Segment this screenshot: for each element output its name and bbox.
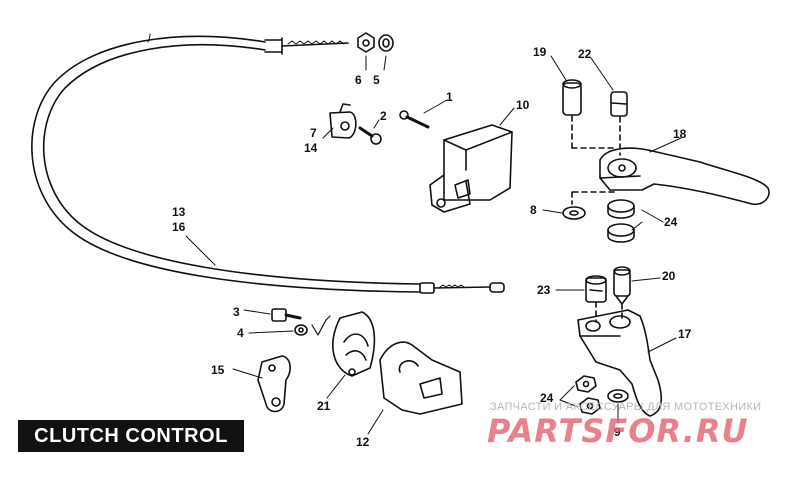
bracket-screw [399,110,430,129]
callout-16: 16 [172,220,186,234]
clamp-screw [358,126,382,145]
clutch-lever [599,147,770,206]
adjuster-pin [610,91,628,156]
callout-17: 17 [678,327,692,341]
callout-8: 8 [530,203,537,217]
callout-19: 19 [533,45,547,59]
handlebar-clamp [332,311,376,377]
callout-6: 6 [355,73,362,87]
leader-lines [185,55,682,435]
callout-20: 20 [662,269,676,283]
pivot-pin [562,79,615,149]
callout-12: 12 [356,435,370,449]
cable-clamp [329,103,357,139]
callout-14: 14 [304,141,318,155]
diagram-title: CLUTCH CONTROL [18,420,244,452]
callout-21: 21 [317,399,331,413]
lever-bracket [429,124,513,213]
lower-nut-2 [579,397,601,415]
callout-5: 5 [373,73,380,87]
lower-lever [577,309,663,417]
washer [378,34,394,52]
callout-4: 4 [237,326,244,340]
mount-plate [257,355,291,413]
assembly-guide [571,191,615,205]
lever-washer [562,206,586,220]
callout-1: 1 [446,90,453,104]
callout-24-lower: 24 [540,391,554,405]
lock-washer [294,315,331,336]
lower-bushing [607,223,635,243]
callout-24-upper: 24 [664,215,678,229]
lower-washer [607,389,629,403]
callout-2: 2 [380,109,387,123]
callout-22: 22 [578,47,592,61]
clamp-screw-lower [271,308,302,322]
callout-labels: 1 2 3 4 5 6 7 14 8 9 10 12 13 16 15 17 1… [172,45,692,449]
cable-nut [357,32,375,53]
lower-nut [575,375,597,393]
callout-9: 9 [614,425,621,439]
lower-bracket [379,341,463,415]
callout-3: 3 [233,305,240,319]
callout-23: 23 [537,283,551,297]
callout-18: 18 [673,127,687,141]
watermark-logo: PARTSFOR.RU [487,412,749,450]
callout-10: 10 [516,98,530,112]
cable-pin [585,275,607,323]
upper-bushing [607,199,635,219]
callout-7: 7 [310,126,317,140]
clutch-cable [31,33,505,294]
watermark-tagline: ЗАПЧАСТИ И АКСЕССУАРЫ ДЛЯ МОТОТЕХНИКИ [490,401,762,413]
callout-15: 15 [211,363,225,377]
callout-13: 13 [172,205,186,219]
